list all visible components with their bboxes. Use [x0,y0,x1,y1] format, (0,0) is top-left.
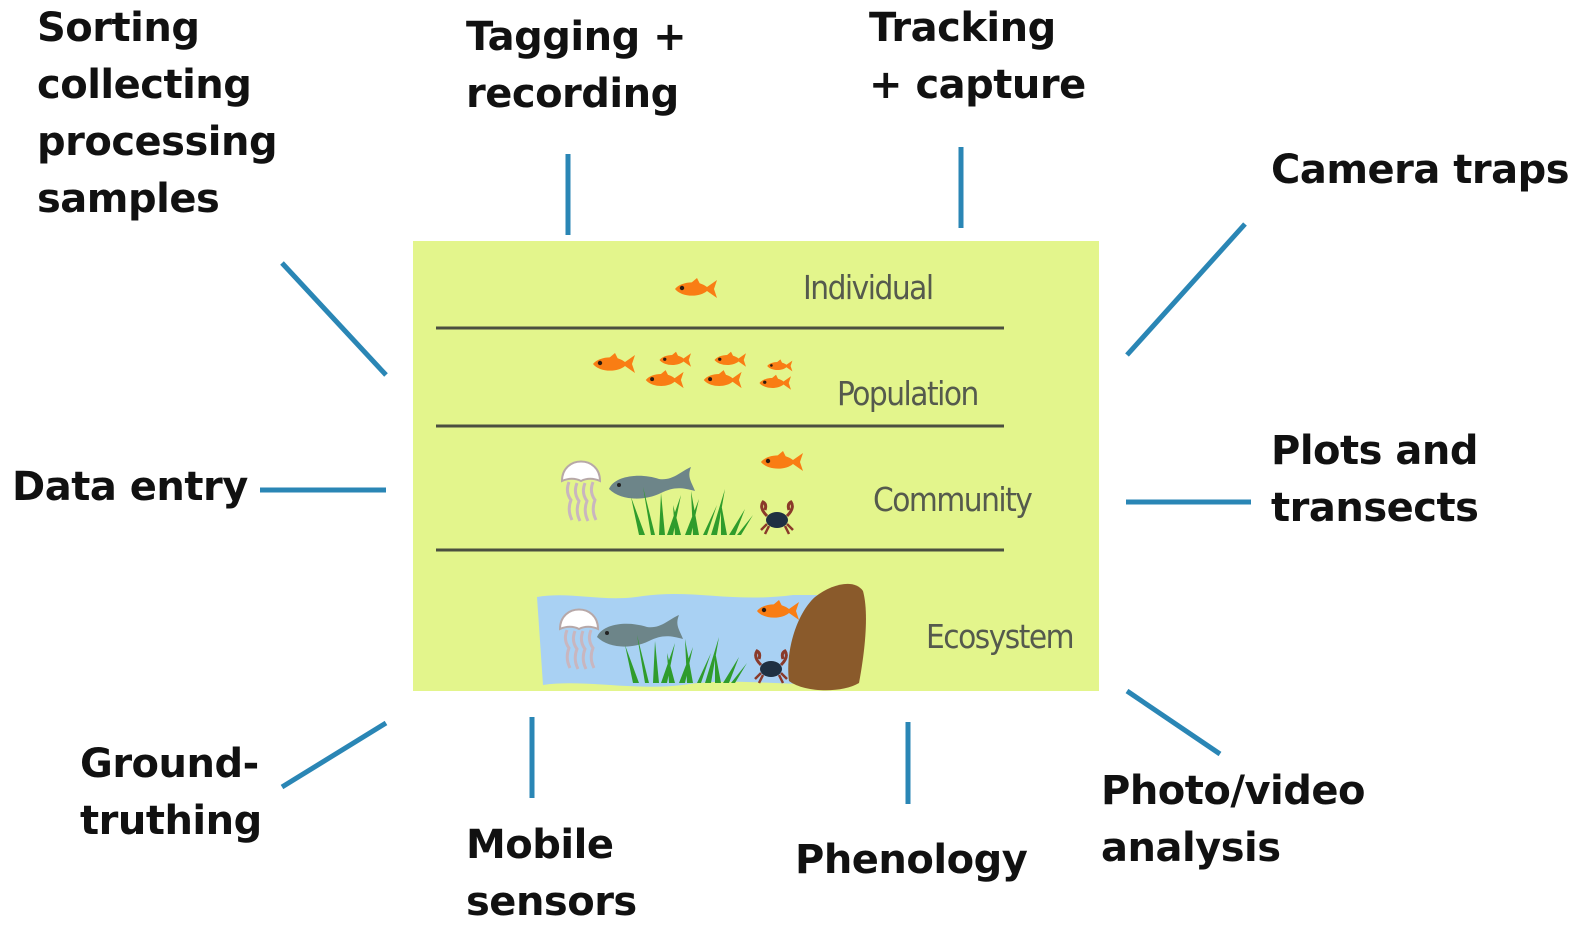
level-name-community: Community [873,480,1032,519]
label-photo-video: Photo/video analysis [1101,768,1366,871]
label-mobile-sensors: Mobile sensors [466,822,637,925]
level-name-individual: Individual [803,268,933,307]
label-ground-truthing: Ground- truthing [80,741,262,844]
label-sorting: Sorting collecting processing samples [37,5,278,222]
level-name-population: Population [837,374,978,413]
label-data-entry: Data entry [12,464,248,510]
level-name-ecosystem: Ecosystem [926,617,1073,656]
label-phenology: Phenology [795,837,1028,883]
label-tracking: Tracking + capture [869,5,1086,108]
label-tagging: Tagging + recording [466,14,687,117]
ecological-levels-panel: Individual Population Community Ecosyste… [413,241,1099,691]
label-camera-traps: Camera traps [1271,147,1570,193]
connector-photo-video [1125,688,1222,757]
connector-sorting [280,261,388,377]
connector-ground-truthing [280,720,388,790]
connector-camera-traps [1125,222,1247,357]
label-plots-transects: Plots and transects [1271,428,1479,531]
ecosystem-scene-icon [537,583,866,691]
